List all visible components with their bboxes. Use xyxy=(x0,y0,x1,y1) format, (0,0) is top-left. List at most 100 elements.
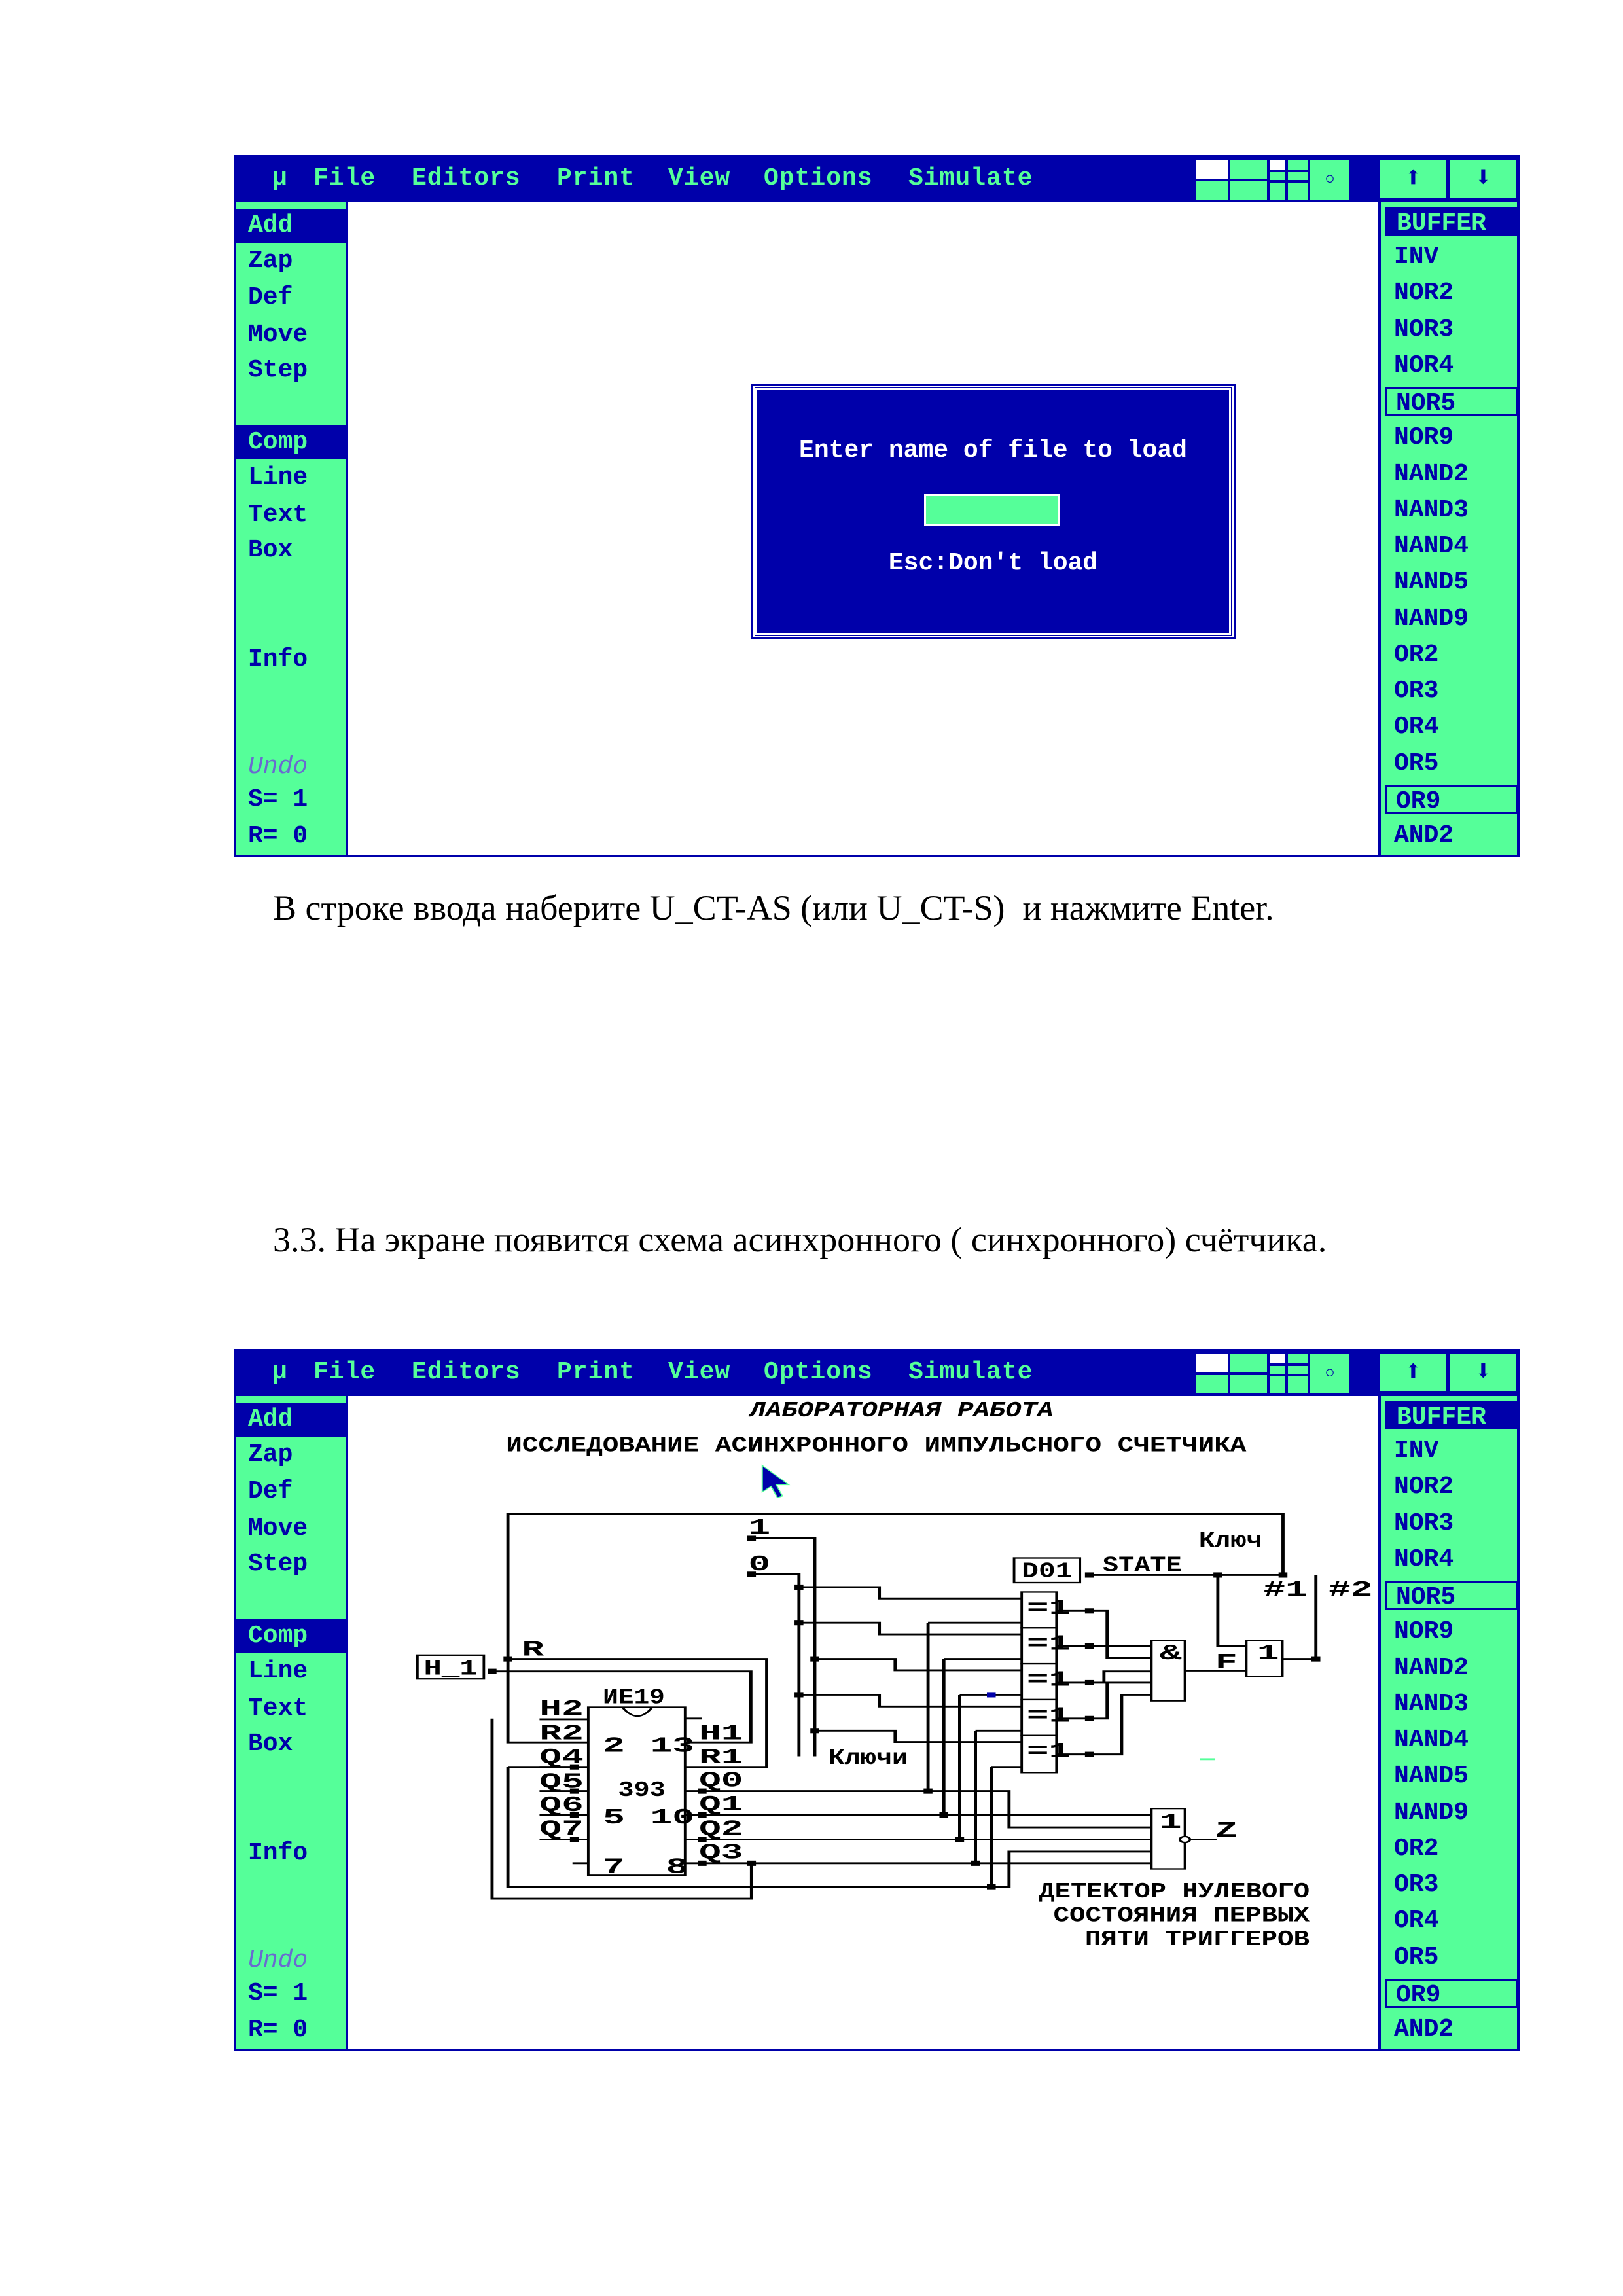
component-or5[interactable]: OR5 xyxy=(1394,749,1439,778)
component-nor4[interactable]: NOR4 xyxy=(1394,351,1454,380)
menu-system[interactable]: µ xyxy=(272,1358,288,1386)
component-inv[interactable]: INV xyxy=(1394,243,1439,272)
component-or5[interactable]: OR5 xyxy=(1394,1943,1439,1971)
h1-input-box xyxy=(416,1654,486,1680)
component-nor5[interactable]: NOR5 xyxy=(1385,387,1518,418)
command-move[interactable]: Move xyxy=(248,1514,308,1543)
command-box[interactable]: Box xyxy=(248,535,293,564)
r-label: R xyxy=(522,1638,544,1662)
layout-cell xyxy=(1287,1375,1309,1395)
component-nand5[interactable]: NAND5 xyxy=(1394,1762,1469,1791)
command-undo[interactable]: Undo xyxy=(248,753,308,781)
arrow-up-icon[interactable]: ⬆ xyxy=(1378,158,1448,200)
command-text[interactable]: Text xyxy=(248,500,308,529)
filename-input[interactable] xyxy=(924,494,1060,526)
layout-cell xyxy=(1195,1353,1229,1374)
command-add[interactable]: Add xyxy=(236,208,346,243)
component-and2[interactable]: AND2 xyxy=(1394,821,1454,850)
command-r[interactable]: R= 0 xyxy=(248,822,308,851)
circle-icon[interactable]: ○ xyxy=(1309,1353,1351,1395)
component-or3[interactable]: OR3 xyxy=(1394,677,1439,706)
dialog-cancel-hint[interactable]: Esc:Don't load xyxy=(888,549,1098,577)
command-info[interactable]: Info xyxy=(248,645,308,673)
command-s[interactable]: S= 1 xyxy=(248,1979,308,2007)
component-or9[interactable]: OR9 xyxy=(1385,1979,1518,2009)
component-nand9[interactable]: NAND9 xyxy=(1394,604,1469,633)
component-or2[interactable]: OR2 xyxy=(1394,1834,1439,1863)
command-add[interactable]: Add xyxy=(236,1402,346,1437)
command-text[interactable]: Text xyxy=(248,1694,308,1723)
component-nand2[interactable]: NAND2 xyxy=(1394,1653,1469,1682)
layout-cell xyxy=(1268,1353,1287,1365)
menu-options[interactable]: Options xyxy=(764,164,873,192)
menu-view[interactable]: View xyxy=(668,164,731,192)
menu-editors[interactable]: Editors xyxy=(412,164,521,192)
command-step[interactable]: Step xyxy=(248,1549,308,1578)
menu-system[interactable]: µ xyxy=(272,164,288,192)
component-nor2[interactable]: NOR2 xyxy=(1394,1473,1454,1501)
component-or4[interactable]: OR4 xyxy=(1394,1907,1439,1935)
menu-file[interactable]: File xyxy=(313,1358,376,1386)
component-buffer[interactable]: BUFFER xyxy=(1385,1400,1518,1431)
xor-3-label: =1 xyxy=(1027,1668,1071,1693)
command-r[interactable]: R= 0 xyxy=(248,2016,308,2045)
component-nor5[interactable]: NOR5 xyxy=(1385,1581,1518,1611)
pin-r1: R1 xyxy=(699,1745,743,1770)
command-move[interactable]: Move xyxy=(248,320,308,349)
menu-print[interactable]: Print xyxy=(557,164,635,192)
component-nand9[interactable]: NAND9 xyxy=(1394,1798,1469,1827)
component-nand3[interactable]: NAND3 xyxy=(1394,1689,1469,1718)
layout-grid-icon[interactable] xyxy=(1195,159,1309,201)
component-nand4[interactable]: NAND4 xyxy=(1394,532,1469,561)
component-or2[interactable]: OR2 xyxy=(1394,640,1439,669)
command-zap[interactable]: Zap xyxy=(248,1440,293,1469)
command-line[interactable]: Line xyxy=(248,463,308,492)
component-nand2[interactable]: NAND2 xyxy=(1394,459,1469,488)
menu-simulate[interactable]: Simulate xyxy=(908,164,1033,192)
menu-view[interactable]: View xyxy=(668,1358,731,1386)
component-nand4[interactable]: NAND4 xyxy=(1394,1726,1469,1755)
component-or9[interactable]: OR9 xyxy=(1385,785,1518,816)
menu-file[interactable]: File xyxy=(313,164,376,192)
component-inv[interactable]: INV xyxy=(1394,1437,1439,1465)
component-nor2[interactable]: NOR2 xyxy=(1394,279,1454,308)
circle-icon[interactable]: ○ xyxy=(1309,159,1351,201)
layout-cell xyxy=(1268,171,1287,181)
component-nor9[interactable]: NOR9 xyxy=(1394,423,1454,452)
component-or3[interactable]: OR3 xyxy=(1394,1871,1439,1899)
command-def[interactable]: Def xyxy=(248,283,293,312)
xor-4-label: =1 xyxy=(1027,1704,1071,1729)
command-comp[interactable]: Comp xyxy=(236,425,346,460)
arrow-up-icon[interactable]: ⬆ xyxy=(1378,1352,1448,1393)
menu-print[interactable]: Print xyxy=(557,1358,635,1386)
component-nand5[interactable]: NAND5 xyxy=(1394,568,1469,597)
pin-num-5: 5 xyxy=(603,1806,625,1831)
component-and2[interactable]: AND2 xyxy=(1394,2015,1454,2044)
component-buffer[interactable]: BUFFER xyxy=(1385,206,1518,238)
layout-grid-icon[interactable] xyxy=(1195,1353,1309,1395)
component-nand3[interactable]: NAND3 xyxy=(1394,495,1469,524)
command-info[interactable]: Info xyxy=(248,1839,308,1867)
counter-chip xyxy=(586,1706,687,1876)
command-s[interactable]: S= 1 xyxy=(248,785,308,814)
menu-editors[interactable]: Editors xyxy=(412,1358,521,1386)
command-def[interactable]: Def xyxy=(248,1477,293,1506)
command-comp[interactable]: Comp xyxy=(236,1619,346,1654)
counter-schematic[interactable]: ЛАБОРАТОРНАЯ РАБОТА ИССЛЕДОВАНИЕ АСИНХРО… xyxy=(395,1384,1387,1977)
component-nor3[interactable]: NOR3 xyxy=(1394,1509,1454,1537)
menu-options[interactable]: Options xyxy=(764,1358,873,1386)
menu-simulate[interactable]: Simulate xyxy=(908,1358,1033,1386)
component-nor9[interactable]: NOR9 xyxy=(1394,1617,1454,1646)
component-nor4[interactable]: NOR4 xyxy=(1394,1545,1454,1573)
arrow-down-icon[interactable]: ⬇ xyxy=(1448,1352,1518,1393)
command-box[interactable]: Box xyxy=(248,1729,293,1758)
arrow-down-icon[interactable]: ⬇ xyxy=(1448,158,1518,200)
component-or4[interactable]: OR4 xyxy=(1394,713,1439,742)
command-undo[interactable]: Undo xyxy=(248,1946,308,1975)
command-line[interactable]: Line xyxy=(248,1657,308,1686)
component-nor3[interactable]: NOR3 xyxy=(1394,315,1454,344)
command-zap[interactable]: Zap xyxy=(248,246,293,275)
command-step[interactable]: Step xyxy=(248,355,308,384)
